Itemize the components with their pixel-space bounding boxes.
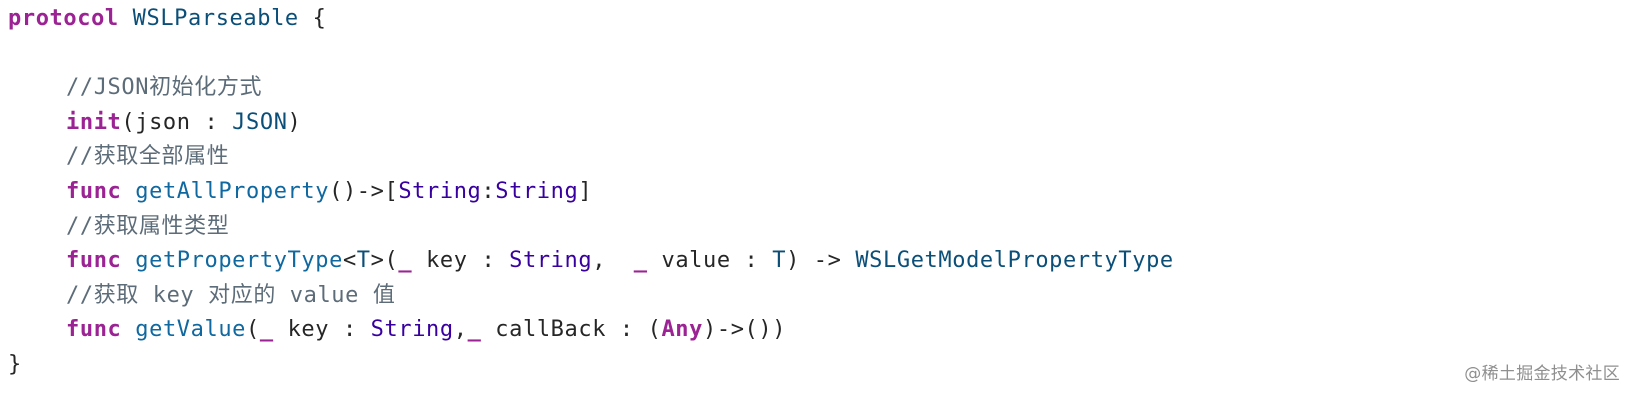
code-token: getPropertyType [135, 248, 343, 274]
code-block: protocol WSLParseable { //JSON初始化方式 init… [8, 2, 1174, 383]
code-token: String [495, 178, 579, 204]
code-token: , [453, 317, 468, 343]
code-line-5: //获取全部属性 [8, 140, 1174, 175]
code-token [121, 248, 135, 273]
code-token: ()->[ [329, 178, 399, 204]
code-line-8: func getPropertyType<T>(_ key : String, … [8, 244, 1174, 279]
code-token: func [66, 248, 122, 274]
code-line-10: func getValue(_ key : String,_ callBack … [8, 313, 1174, 348]
code-line-3: //JSON初始化方式 [8, 71, 1174, 106]
code-token: func [66, 317, 122, 343]
code-token: init [66, 109, 122, 135]
code-token: ) -> [786, 248, 856, 274]
code-token: String [398, 178, 482, 204]
code-token: _ [259, 317, 274, 343]
code-token: < [342, 248, 357, 274]
code-token: func [66, 178, 122, 204]
code-token: (json : [121, 109, 233, 135]
code-token: WSLParseable [132, 6, 299, 31]
code-token: JSON [232, 109, 288, 135]
code-token: T [772, 248, 787, 274]
code-token: { [298, 6, 327, 31]
code-token: Any [661, 317, 703, 343]
code-line-6: func getAllProperty()->[String:String] [8, 175, 1174, 210]
code-token [121, 317, 135, 342]
code-token: )->()) [703, 317, 787, 343]
code-token: , [592, 248, 634, 274]
code-token: ( [246, 317, 260, 343]
code-token: //JSON初始化方式 [66, 75, 263, 101]
code-token: >( [370, 248, 399, 274]
code-line-11: } [8, 348, 1174, 383]
code-token: _ [467, 317, 482, 343]
code-line-9: //获取 key 对应的 value 值 [8, 279, 1174, 314]
code-token: ] [578, 178, 593, 204]
code-token: getValue [135, 317, 247, 343]
code-token: value : [647, 248, 773, 274]
code-line-1: protocol WSLParseable { [8, 2, 1174, 37]
code-token: getAllProperty [135, 178, 330, 204]
code-line-4: init(json : JSON) [8, 106, 1174, 141]
code-token: //获取全部属性 [66, 144, 230, 170]
code-token: //获取 key 对应的 value 值 [66, 282, 396, 308]
code-token: //获取属性类型 [66, 213, 230, 239]
code-token: _ [398, 248, 413, 274]
code-token: _ [633, 248, 648, 274]
code-token: T [356, 248, 371, 274]
code-line-2 [8, 37, 1174, 72]
code-token: key : [412, 248, 510, 274]
code-token: protocol [8, 6, 119, 31]
watermark: @稀土掘金技术社区 [1464, 364, 1620, 384]
code-token: ) [287, 109, 302, 135]
code-token: } [8, 351, 22, 377]
code-token: key : [273, 317, 371, 343]
code-token [119, 6, 133, 31]
code-token [121, 179, 135, 204]
code-token: String [509, 248, 593, 274]
code-token: : [481, 178, 496, 204]
code-token: WSLGetModelPropertyType [855, 248, 1174, 274]
code-token: callBack : ( [481, 317, 662, 343]
code-line-7: //获取属性类型 [8, 210, 1174, 245]
code-token: String [370, 317, 454, 343]
